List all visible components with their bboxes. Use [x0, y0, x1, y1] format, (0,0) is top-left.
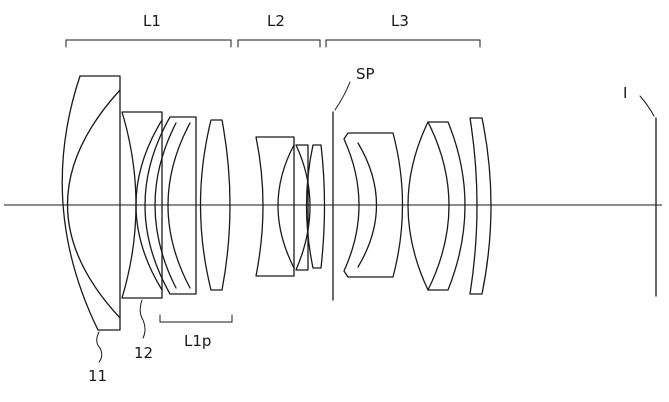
- label-lens-12: 12: [134, 344, 153, 362]
- lens-21: [255, 136, 295, 277]
- lens-32: [407, 121, 466, 291]
- lens-33: [469, 117, 492, 295]
- bracket-l1p: [159, 314, 233, 323]
- stop-leader: [334, 81, 351, 111]
- leader-11: [96, 331, 103, 363]
- bracket-l1: [65, 39, 232, 48]
- label-l2: L2: [267, 12, 285, 30]
- lens-23: [305, 144, 326, 269]
- bracket-l2: [237, 39, 321, 48]
- bracket-l3: [325, 39, 481, 48]
- lens-11: [61, 75, 121, 331]
- lens-13: [144, 116, 197, 295]
- label-stop: SP: [356, 65, 375, 83]
- label-l1p: L1p: [184, 332, 211, 350]
- lens-22: [295, 144, 311, 271]
- label-image-plane: I: [623, 84, 627, 102]
- lens-12: [121, 111, 163, 299]
- label-lens-11: 11: [88, 367, 107, 385]
- image-plane-leader: [639, 95, 655, 117]
- label-l3: L3: [391, 12, 409, 30]
- leader-12: [139, 299, 146, 339]
- lens-14: [199, 119, 231, 291]
- lens-31: [343, 132, 404, 278]
- label-l1: L1: [143, 12, 161, 30]
